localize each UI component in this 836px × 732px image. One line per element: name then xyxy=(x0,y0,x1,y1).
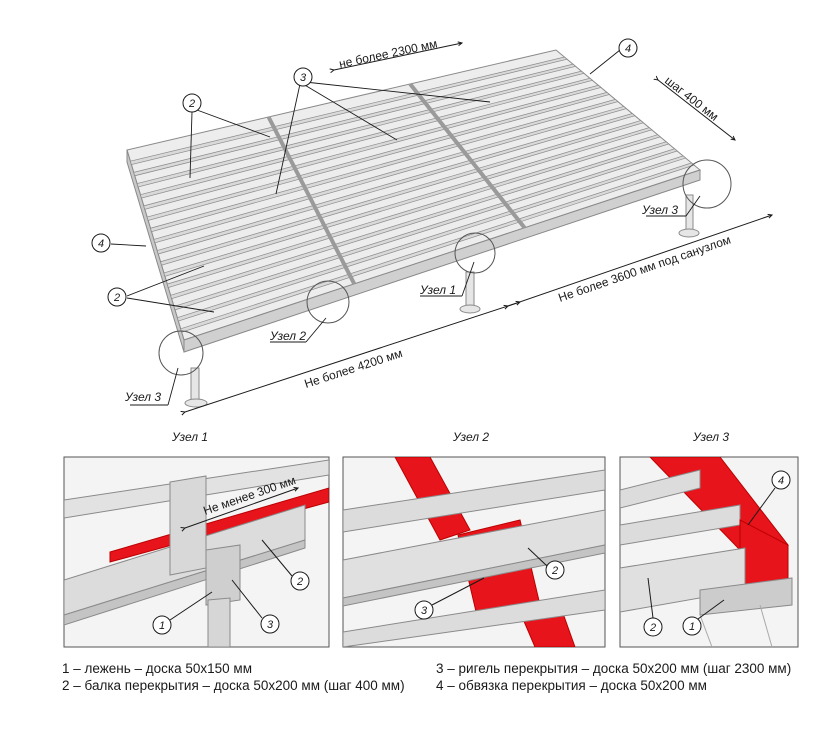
main-frame: 2 3 4 4 2 не более 2300 мм шаг 400 мм Не… xyxy=(91,36,772,412)
dim-400-label: шаг 400 мм xyxy=(662,73,721,123)
detail3-callout-1 xyxy=(682,616,702,636)
callout-2-top xyxy=(182,93,202,113)
callout-4-left xyxy=(91,233,111,253)
node3-label-right: Узел 3 xyxy=(641,203,678,217)
joist xyxy=(173,148,678,311)
detail2-title: Узел 2 xyxy=(452,430,489,444)
joist xyxy=(156,113,636,255)
leader-lines xyxy=(110,49,701,406)
detail3-callout-4 xyxy=(771,470,791,490)
girder xyxy=(266,116,357,285)
legend-item-2: 2 – балка перекрытия – доска 50х200 мм (… xyxy=(62,678,405,693)
detail3-panel: 4 2 1 xyxy=(619,456,799,648)
detail3-title: Узел 3 xyxy=(692,430,729,444)
callout-2-left xyxy=(107,287,127,307)
node3-circle-right xyxy=(682,159,732,209)
detail2-panel: 2 3 xyxy=(342,456,606,648)
callouts: 2 3 4 4 2 xyxy=(91,38,638,307)
dim-2300-label: не более 2300 мм xyxy=(338,36,439,71)
node1-label: Узел 1 xyxy=(419,283,456,297)
detail2-callout-2-text: 2 xyxy=(551,565,558,577)
callout-4-top-text: 4 xyxy=(625,43,631,55)
dim-3600-line xyxy=(508,215,772,306)
callout-3-top-text: 3 xyxy=(300,72,307,84)
node2-label: Узел 2 xyxy=(269,329,306,343)
callout-3-top xyxy=(293,67,313,87)
detail1-callout-3-text: 3 xyxy=(267,619,274,631)
joists-group xyxy=(129,56,695,333)
detail2-callout-3-text: 3 xyxy=(421,605,428,617)
detail3-callout-4-text: 4 xyxy=(778,475,784,487)
detail1-callout-1-text: 1 xyxy=(159,620,165,632)
legend-item-4: 4 – обвязка перекрытия – доска 50х200 мм xyxy=(436,678,707,693)
joist xyxy=(146,91,611,221)
joist xyxy=(160,120,645,266)
legend-item-3: 3 – ригель перекрытия – доска 50х200 мм … xyxy=(436,661,792,676)
joist xyxy=(133,63,577,177)
joist xyxy=(150,99,619,233)
dim-3600-label: Не более 3600 мм под санузлом xyxy=(556,233,732,305)
detail3-callout-2-text: 2 xyxy=(649,622,656,634)
callout-4-top xyxy=(618,38,638,58)
legend-item-1: 1 – лежень – доска 50х150 мм xyxy=(62,661,252,676)
detail2-callout-2 xyxy=(545,560,565,580)
detail1-callout-3 xyxy=(260,614,280,634)
detail1-callout-1 xyxy=(152,615,172,635)
detail1-panel: Не менее 300 мм 1 3 2 xyxy=(63,456,330,648)
detail1-callout-2-text: 2 xyxy=(296,576,303,588)
joist xyxy=(139,77,594,199)
joist xyxy=(143,84,602,210)
node1-circle xyxy=(454,232,496,274)
callout-4-left-text: 4 xyxy=(98,238,104,250)
detail2-callout-3 xyxy=(414,600,434,620)
joist xyxy=(170,141,670,300)
dim-4200-line xyxy=(185,302,520,412)
detail3-callout-1-text: 1 xyxy=(689,621,695,633)
joist xyxy=(153,106,628,244)
detail1-callout-2 xyxy=(290,571,310,591)
girder xyxy=(408,82,527,230)
joist xyxy=(176,155,687,322)
dim-400-line xyxy=(658,80,735,140)
legend-right: 3 – ригель перекрытия – доска 50х200 мм … xyxy=(436,660,796,694)
girders-group xyxy=(266,82,527,285)
detail1-title: Узел 1 xyxy=(171,430,208,444)
callout-2-left-text: 2 xyxy=(113,292,120,304)
legend-left: 1 – лежень – доска 50х150 мм 2 – балка п… xyxy=(62,660,412,694)
callout-2-top-text: 2 xyxy=(188,98,195,110)
node3-label-left: Узел 3 xyxy=(124,390,161,404)
joist xyxy=(163,127,653,277)
dim-2300-line xyxy=(334,43,462,70)
